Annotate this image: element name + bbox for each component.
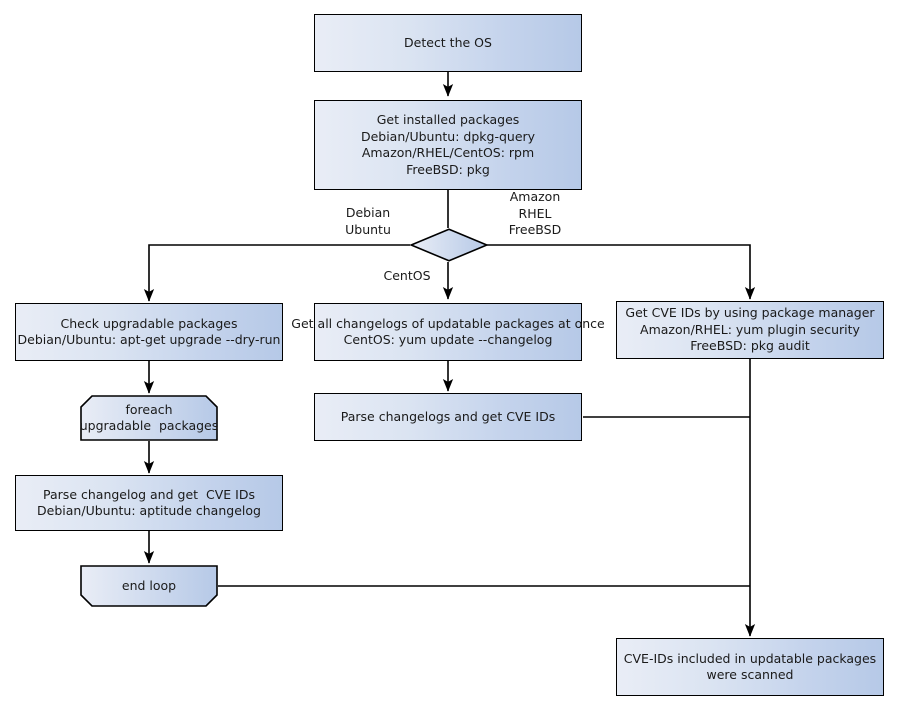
node-end-loop[interactable]: end loop [80, 565, 218, 607]
node-detect-os[interactable]: Detect the OS [314, 14, 582, 72]
edge-label-centos: CentOS [383, 268, 431, 283]
connector-decision-left [143, 244, 410, 302]
node-detect-os-label: Detect the OS [404, 34, 492, 50]
node-parse-changelog-left[interactable]: Parse changelog and get CVE IDs Debian/U… [15, 475, 283, 531]
node-foreach-loop-label: foreach upgradable packages [79, 401, 219, 434]
diamond-shape [410, 228, 488, 262]
edge-label-debian-ubuntu: Debian Ubuntu [345, 205, 391, 237]
loop-end-shape [80, 565, 218, 607]
node-os-decision[interactable] [410, 228, 488, 262]
edge-label-amazon-rhel-freebsd: Amazon RHEL FreeBSD [508, 189, 562, 237]
node-check-upgradable[interactable]: Check upgradable packages Debian/Ubuntu:… [15, 303, 283, 361]
node-parse-changelogs-center-label: Parse changelogs and get CVE IDs [340, 408, 556, 424]
node-get-cve-ids-pkgmgr[interactable]: Get CVE IDs by using package manager Ama… [616, 301, 884, 359]
node-foreach-loop[interactable]: foreach upgradable packages [80, 395, 218, 441]
node-get-installed-packages[interactable]: Get installed packages Debian/Ubuntu: dp… [314, 100, 582, 190]
loop-start-shape [80, 395, 218, 441]
node-parse-changelogs-center[interactable]: Parse changelogs and get CVE IDs [314, 393, 582, 441]
node-get-installed-packages-label: Get installed packages Debian/Ubuntu: dp… [360, 112, 536, 177]
node-check-upgradable-label: Check upgradable packages Debian/Ubuntu:… [17, 315, 281, 348]
node-scanned-result-label: CVE-IDs included in updatable packages w… [623, 650, 877, 683]
node-end-loop-label: end loop [121, 577, 177, 593]
connector-decision-right [487, 244, 756, 300]
node-parse-changelog-left-label: Parse changelog and get CVE IDs Debian/U… [37, 486, 261, 519]
node-scanned-result[interactable]: CVE-IDs included in updatable packages w… [616, 638, 884, 696]
node-get-all-changelogs[interactable]: Get all changelogs of updatable packages… [291, 303, 605, 361]
node-get-all-changelogs-label: Get all changelogs of updatable packages… [291, 315, 605, 348]
node-get-cve-ids-pkgmgr-label: Get CVE IDs by using package manager Ama… [625, 305, 875, 354]
